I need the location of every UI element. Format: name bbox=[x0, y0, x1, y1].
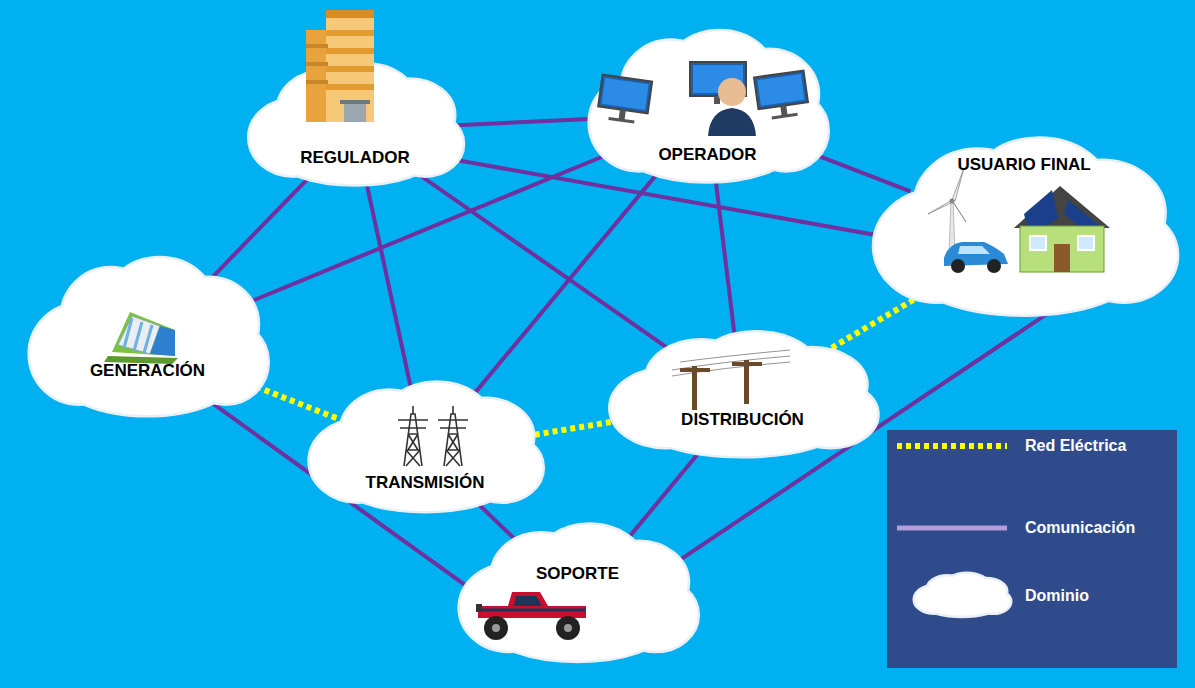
legend-entry: Comunicación bbox=[895, 513, 1171, 543]
cloud-shape bbox=[245, 62, 465, 188]
cloud-shape bbox=[455, 522, 700, 665]
domain-cloud: REGULADOR bbox=[245, 62, 465, 188]
domain-label: GENERACIÓN bbox=[90, 361, 205, 381]
legend-entry: Red Eléctrica bbox=[895, 431, 1171, 461]
cloud-shape bbox=[25, 255, 270, 420]
legend-label: Red Eléctrica bbox=[1025, 436, 1126, 456]
domain-cloud: GENERACIÓN bbox=[25, 255, 270, 420]
communication-line bbox=[716, 179, 736, 345]
communication-line bbox=[623, 451, 700, 544]
domain-cloud: USUARIO FINAL bbox=[868, 135, 1180, 320]
cloud-shape bbox=[605, 330, 880, 460]
domain-label: SOPORTE bbox=[536, 564, 619, 584]
domain-cloud: OPERADOR bbox=[585, 28, 830, 186]
legend-sample bbox=[895, 431, 1015, 461]
legend-sample bbox=[895, 513, 1015, 543]
domain-label: OPERADOR bbox=[658, 145, 756, 165]
communication-line bbox=[205, 177, 310, 285]
power-line bbox=[816, 291, 929, 357]
communication-line bbox=[451, 118, 600, 125]
legend-label: Comunicación bbox=[1025, 518, 1135, 538]
domain-label: TRANSMISIÓN bbox=[366, 473, 485, 493]
domain-cloud: SOPORTE bbox=[455, 522, 700, 665]
communication-line bbox=[468, 172, 658, 401]
legend-entry: Dominio bbox=[895, 581, 1171, 611]
legend-label: Dominio bbox=[1025, 586, 1089, 606]
legend-sample bbox=[895, 581, 1015, 611]
domain-cloud: DISTRIBUCIÓN bbox=[605, 330, 880, 460]
domain-label: REGULADOR bbox=[300, 148, 410, 168]
domain-label: USUARIO FINAL bbox=[957, 155, 1090, 175]
cloud-shape bbox=[305, 380, 545, 515]
communication-line bbox=[366, 183, 412, 397]
domain-cloud: TRANSMISIÓN bbox=[305, 380, 545, 515]
legend-panel bbox=[887, 430, 1177, 668]
domain-label: DISTRIBUCIÓN bbox=[681, 410, 804, 430]
